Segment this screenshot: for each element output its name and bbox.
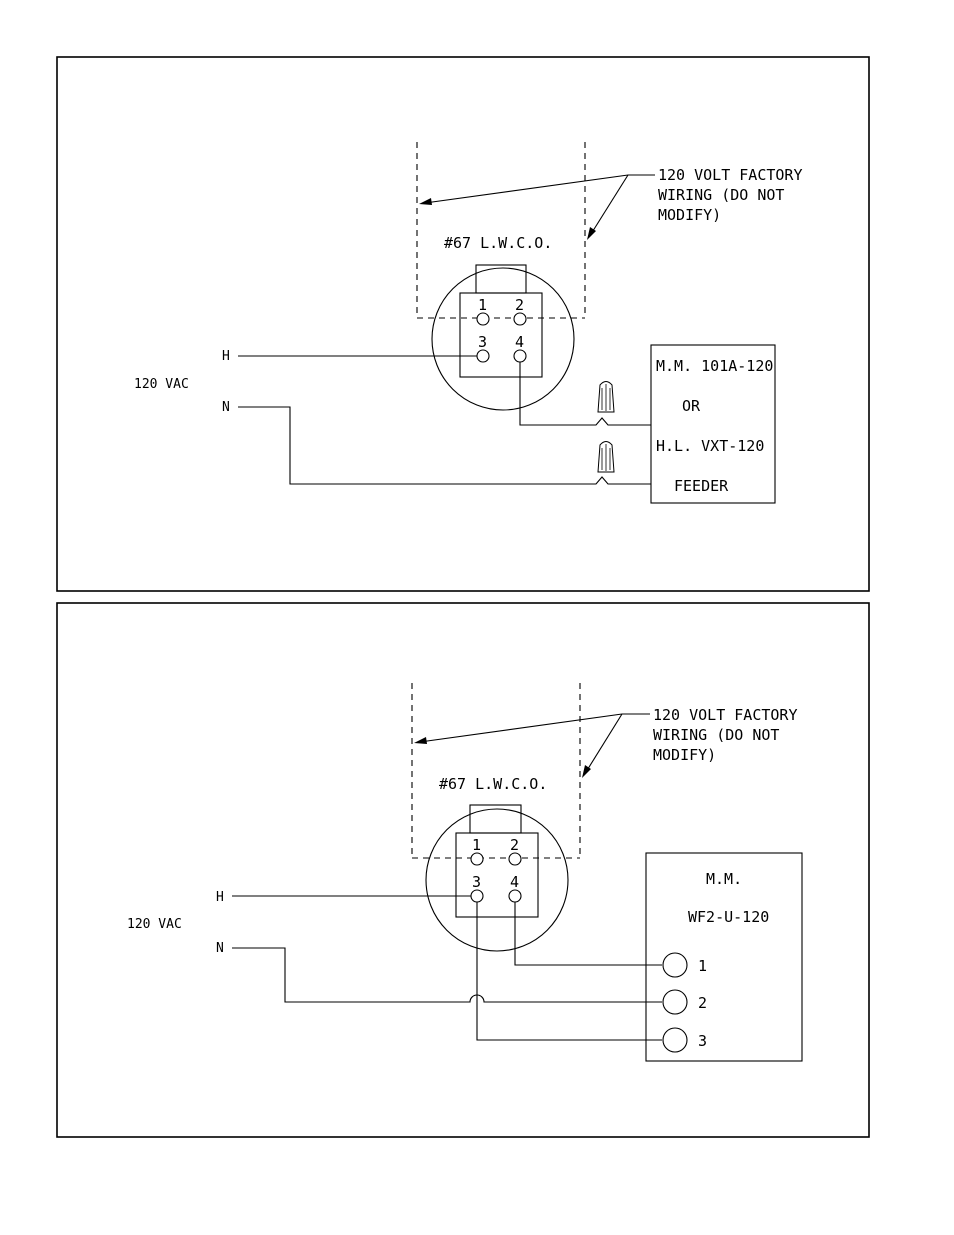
- callout-text-3: MODIFY): [658, 206, 721, 224]
- terminal-label-1: 1: [472, 836, 481, 854]
- hot-label: H: [216, 890, 224, 905]
- callout-arrow-line-1: [425, 175, 628, 203]
- terminal-label-2: 2: [510, 836, 519, 854]
- diagram-2-frame: [57, 603, 869, 1137]
- neutral-label: N: [216, 941, 224, 956]
- feeder-label-1: M.M. 101A-120: [656, 357, 773, 375]
- terminal-label-3: 3: [472, 873, 481, 891]
- switched-wire: [520, 362, 651, 425]
- lwco-body: [432, 268, 574, 410]
- callout-text-1: 120 VOLT FACTORY: [653, 706, 798, 724]
- terminal-label-3: 3: [478, 333, 487, 351]
- arrowhead: [419, 198, 432, 205]
- terminal-label-4: 4: [515, 333, 524, 351]
- feeder-label-2: OR: [682, 397, 701, 415]
- feeder-terminal-label-3: 3: [698, 1032, 707, 1050]
- diagram-1: 120 VOLT FACTORY WIRING (DO NOT MODIFY) …: [57, 57, 869, 591]
- terminal-1: [477, 313, 489, 325]
- callout-arrow-line-1: [420, 714, 622, 742]
- terminal-3: [471, 890, 483, 902]
- terminal-2: [514, 313, 526, 325]
- terminal-label-2: 2: [515, 296, 524, 314]
- terminal-3-wire: [477, 902, 662, 1040]
- wire-nut-icon: [598, 442, 614, 473]
- neutral-label: N: [222, 400, 230, 415]
- supply-label: 120 VAC: [134, 377, 189, 392]
- callout-arrow-line-2: [586, 714, 622, 772]
- terminal-label-1: 1: [478, 296, 487, 314]
- terminal-4: [514, 350, 526, 362]
- diagram-1-frame: [57, 57, 869, 591]
- callout-text-2: WIRING (DO NOT: [658, 186, 784, 204]
- feeder-terminal-1: [663, 953, 687, 977]
- terminal-4: [509, 890, 521, 902]
- arrowhead: [414, 737, 427, 744]
- wire-nut-icon: [598, 382, 614, 413]
- feeder-label-4: FEEDER: [674, 477, 729, 495]
- hot-label: H: [222, 349, 230, 364]
- feeder-terminal-3: [663, 1028, 687, 1052]
- lwco-label: #67 L.W.C.O.: [439, 775, 547, 793]
- feeder-terminal-label-1: 1: [698, 957, 707, 975]
- callout-arrow-line-2: [591, 175, 628, 234]
- terminal-1: [471, 853, 483, 865]
- neutral-wire: [238, 407, 651, 484]
- feeder-terminal-2: [663, 990, 687, 1014]
- callout-text-1: 120 VOLT FACTORY: [658, 166, 803, 184]
- diagram-2: 120 VOLT FACTORY WIRING (DO NOT MODIFY) …: [57, 603, 869, 1137]
- feeder-label-3: H.L. VXT-120: [656, 437, 764, 455]
- terminal-2: [509, 853, 521, 865]
- terminal-3: [477, 350, 489, 362]
- lwco-terminal-block: [456, 833, 538, 917]
- lwco-body: [426, 809, 568, 951]
- terminal-4-wire: [515, 902, 662, 965]
- supply-label: 120 VAC: [127, 917, 182, 932]
- lwco-label: #67 L.W.C.O.: [444, 234, 552, 252]
- feeder-label-2: WF2-U-120: [688, 908, 769, 926]
- callout-text-3: MODIFY): [653, 746, 716, 764]
- feeder-terminal-label-2: 2: [698, 994, 707, 1012]
- feeder-label-1: M.M.: [706, 870, 742, 888]
- lwco-terminal-block: [460, 293, 542, 377]
- neutral-wire: [232, 948, 662, 1002]
- terminal-label-4: 4: [510, 873, 519, 891]
- callout-text-2: WIRING (DO NOT: [653, 726, 779, 744]
